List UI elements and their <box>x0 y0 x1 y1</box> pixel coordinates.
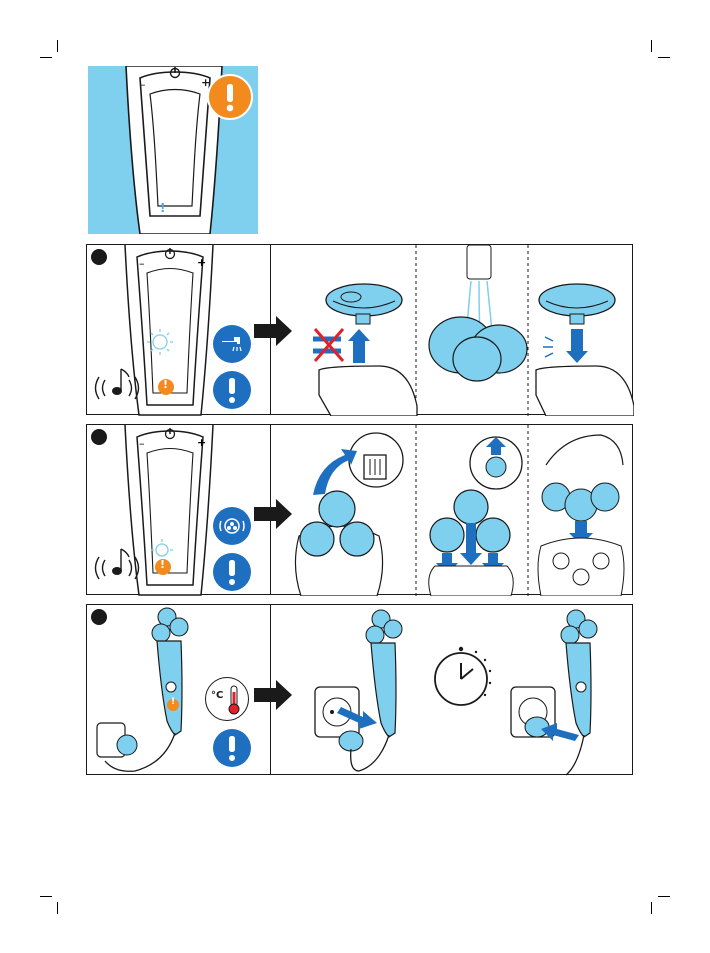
discard-old-heads-frame <box>295 433 403 596</box>
rinse-head-frame <box>429 245 527 381</box>
indicator-label: ! <box>163 378 168 391</box>
step-3-right-panel <box>270 604 633 775</box>
arrow-icon <box>254 680 294 710</box>
warning-icon <box>213 371 251 409</box>
step-1-right-panel <box>270 244 633 415</box>
tap-icon <box>213 325 251 363</box>
press-heads-frame <box>538 435 624 596</box>
plus-label: + <box>197 256 206 269</box>
plus-label: + <box>197 436 206 449</box>
reattach-head-frame <box>536 284 634 416</box>
crop-mark-tr-v <box>651 40 652 52</box>
arrow-icon <box>254 499 294 529</box>
indicator-label: ! <box>160 558 165 571</box>
plug-in-frame <box>511 610 597 775</box>
replace-heads-icon <box>213 507 251 545</box>
crop-mark-bl-h <box>40 896 52 897</box>
step-3-left-panel: ! °C <box>86 604 271 775</box>
indicator-label: ! <box>160 201 165 215</box>
unplug-frame <box>315 610 402 771</box>
minus-label: – <box>139 257 145 270</box>
step-2-left-panel: – + ! <box>86 424 271 595</box>
step-2-right-panel <box>270 424 633 595</box>
crop-mark-br-h <box>658 896 670 897</box>
crop-mark-bl-v <box>57 902 58 914</box>
warning-icon <box>213 553 251 591</box>
crop-mark-tl-v <box>57 40 58 52</box>
warning-panel: – + ! <box>88 66 258 234</box>
arrow-icon <box>254 316 294 346</box>
warning-icon <box>213 729 251 767</box>
indicator-label: ! <box>171 697 175 707</box>
step-1-left-panel: – + ! <box>86 244 271 415</box>
remove-head-frame <box>313 284 417 416</box>
crop-mark-br-v <box>651 902 652 914</box>
insert-new-heads-frame <box>429 437 522 596</box>
wait-clock-frame <box>435 647 491 705</box>
warning-icon <box>207 74 253 120</box>
crop-mark-tr-h <box>658 57 670 58</box>
crop-mark-tl-h <box>40 57 52 58</box>
minus-label: – <box>140 78 146 91</box>
minus-label: – <box>139 437 145 450</box>
thermometer-icon: °C <box>205 677 249 721</box>
